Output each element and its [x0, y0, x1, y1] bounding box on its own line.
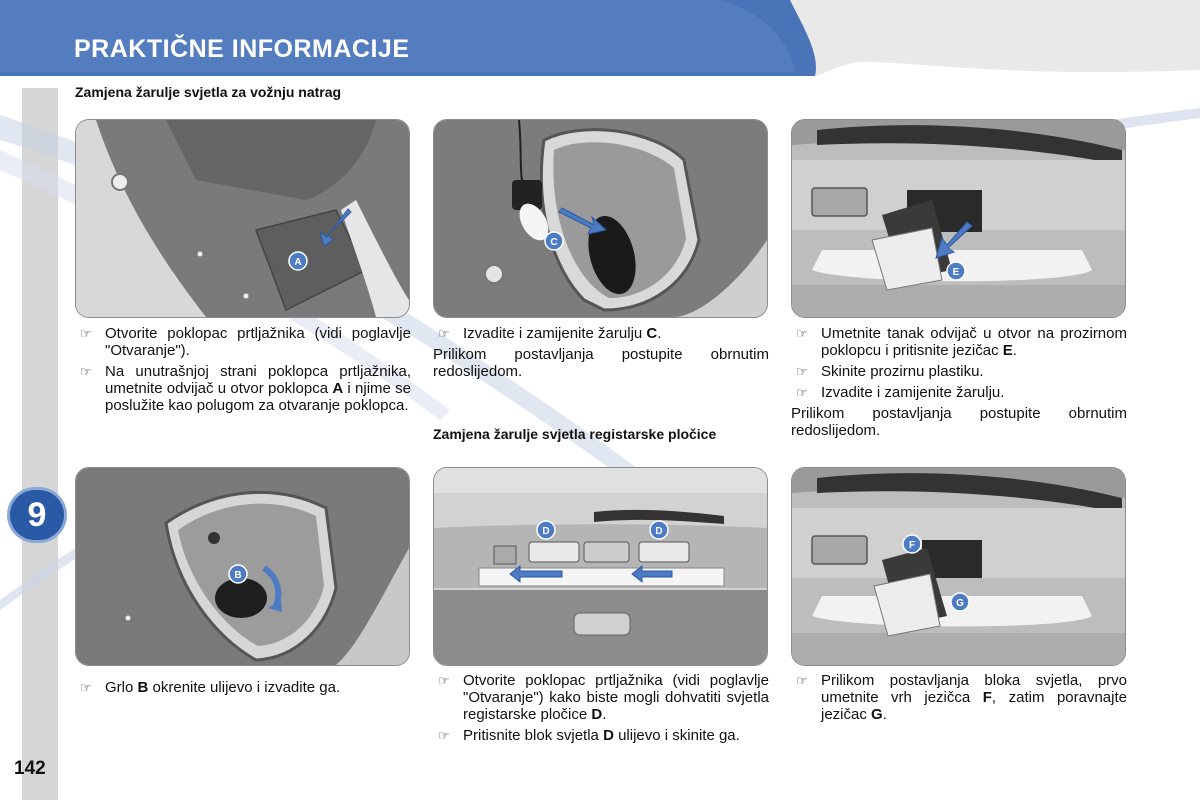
- svg-text:A: A: [294, 257, 301, 268]
- text-col3-top: ☞ Umetnite tanak odvijač u otvor na proz…: [791, 325, 1127, 443]
- callout-d-left-icon: D: [536, 520, 556, 540]
- instruction-text: Otvorite poklopac prtljažnika (vidi pogl…: [105, 325, 411, 359]
- svg-text:F: F: [909, 540, 915, 551]
- sidebar-strip: [22, 88, 58, 800]
- text-col1-top: ☞ Otvorite poklopac prtljažnika (vidi po…: [75, 325, 411, 418]
- svg-text:D: D: [542, 526, 549, 537]
- pointing-hand-icon: ☞: [80, 326, 92, 341]
- callout-a-icon: A: [288, 251, 308, 271]
- callout-c-icon: C: [544, 231, 564, 251]
- page-title: PRAKTIČNE INFORMACIJE: [74, 35, 410, 63]
- instruction-text: Skinite prozirnu plastiku.: [821, 363, 984, 380]
- instruction-item: ☞ Izvadite i zamijenite žarulju C.: [433, 325, 769, 342]
- instruction-text: Pritisnite blok svjetla D ulijevo i skin…: [463, 727, 740, 744]
- pointing-hand-icon: ☞: [796, 326, 808, 341]
- page-number: 142: [14, 758, 46, 779]
- svg-text:D: D: [655, 526, 662, 537]
- instruction-text: Umetnite tanak odvijač u otvor na prozir…: [821, 325, 1127, 359]
- text-col2-top: ☞ Izvadite i zamijenite žarulju C. Prili…: [433, 325, 769, 384]
- assembly-note: Prilikom postavljanja postupite obrnutim…: [433, 346, 769, 380]
- instruction-text: Izvadite i zamijenite žarulju C.: [463, 325, 662, 342]
- instruction-text: Prilikom postavljanja bloka svjetla, prv…: [821, 672, 1127, 723]
- callout-e-icon: E: [946, 261, 966, 281]
- instruction-item: ☞ Pritisnite blok svjetla D ulijevo i sk…: [433, 727, 769, 744]
- section-title-reverse-light: Zamjena žarulje svjetla za vožnju natrag: [75, 84, 342, 100]
- photo-bulb-holder-b: B: [75, 467, 410, 666]
- text-col1-bottom: ☞ Grlo B okrenite ulijevo i izvadite ga.: [75, 679, 411, 700]
- callout-g-icon: G: [950, 592, 970, 612]
- instruction-text: Izvadite i zamijenite žarulju.: [821, 384, 1005, 401]
- photo-lamp-tab-e: E: [791, 119, 1126, 318]
- instruction-text: Grlo B okrenite ulijevo i izvadite ga.: [105, 679, 341, 696]
- section-title-plate-light: Zamjena žarulje svjetla registarske ploč…: [433, 426, 717, 442]
- photo-lamp-tabs-f-g: F G: [791, 467, 1126, 666]
- pointing-hand-icon: ☞: [80, 364, 92, 379]
- header-banner: [0, 0, 1200, 86]
- photo-bulb-c: C: [433, 119, 768, 318]
- instruction-item: ☞ Umetnite tanak odvijač u otvor na proz…: [791, 325, 1127, 359]
- pointing-hand-icon: ☞: [796, 364, 808, 379]
- pointing-hand-icon: ☞: [796, 385, 808, 400]
- svg-text:C: C: [550, 237, 557, 248]
- pointing-hand-icon: ☞: [438, 326, 450, 341]
- chapter-badge: 9: [10, 490, 64, 540]
- instruction-item: ☞ Otvorite poklopac prtljažnika (vidi po…: [433, 672, 769, 723]
- callout-f-icon: F: [902, 534, 922, 554]
- photo-tailgate-panel: A: [75, 119, 410, 318]
- instruction-item: ☞ Skinite prozirnu plastiku.: [791, 363, 1127, 380]
- pointing-hand-icon: ☞: [438, 673, 450, 688]
- assembly-note: Prilikom postavljanja postupite obrnutim…: [791, 405, 1127, 439]
- instruction-item: ☞ Grlo B okrenite ulijevo i izvadite ga.: [75, 679, 411, 696]
- callout-d-right-icon: D: [649, 520, 669, 540]
- instruction-item: ☞ Na unutrašnjoj strani poklopca prtljaž…: [75, 363, 411, 414]
- text-col2-bottom: ☞ Otvorite poklopac prtljažnika (vidi po…: [433, 672, 769, 748]
- svg-text:G: G: [956, 598, 964, 609]
- svg-text:B: B: [234, 570, 241, 581]
- photo-plate-lights-d: D D: [433, 467, 768, 666]
- instruction-text: Na unutrašnjoj strani poklopca prtljažni…: [105, 363, 411, 414]
- pointing-hand-icon: ☞: [796, 673, 808, 688]
- callout-b-icon: B: [228, 564, 248, 584]
- svg-text:E: E: [953, 267, 960, 278]
- text-col3-bottom: ☞ Prilikom postavljanja bloka svjetla, p…: [791, 672, 1127, 727]
- instruction-item: ☞ Izvadite i zamijenite žarulju.: [791, 384, 1127, 401]
- pointing-hand-icon: ☞: [80, 680, 92, 695]
- pointing-hand-icon: ☞: [438, 728, 450, 743]
- instruction-text: Otvorite poklopac prtljažnika (vidi pogl…: [463, 672, 769, 723]
- instruction-item: ☞ Prilikom postavljanja bloka svjetla, p…: [791, 672, 1127, 723]
- instruction-item: ☞ Otvorite poklopac prtljažnika (vidi po…: [75, 325, 411, 359]
